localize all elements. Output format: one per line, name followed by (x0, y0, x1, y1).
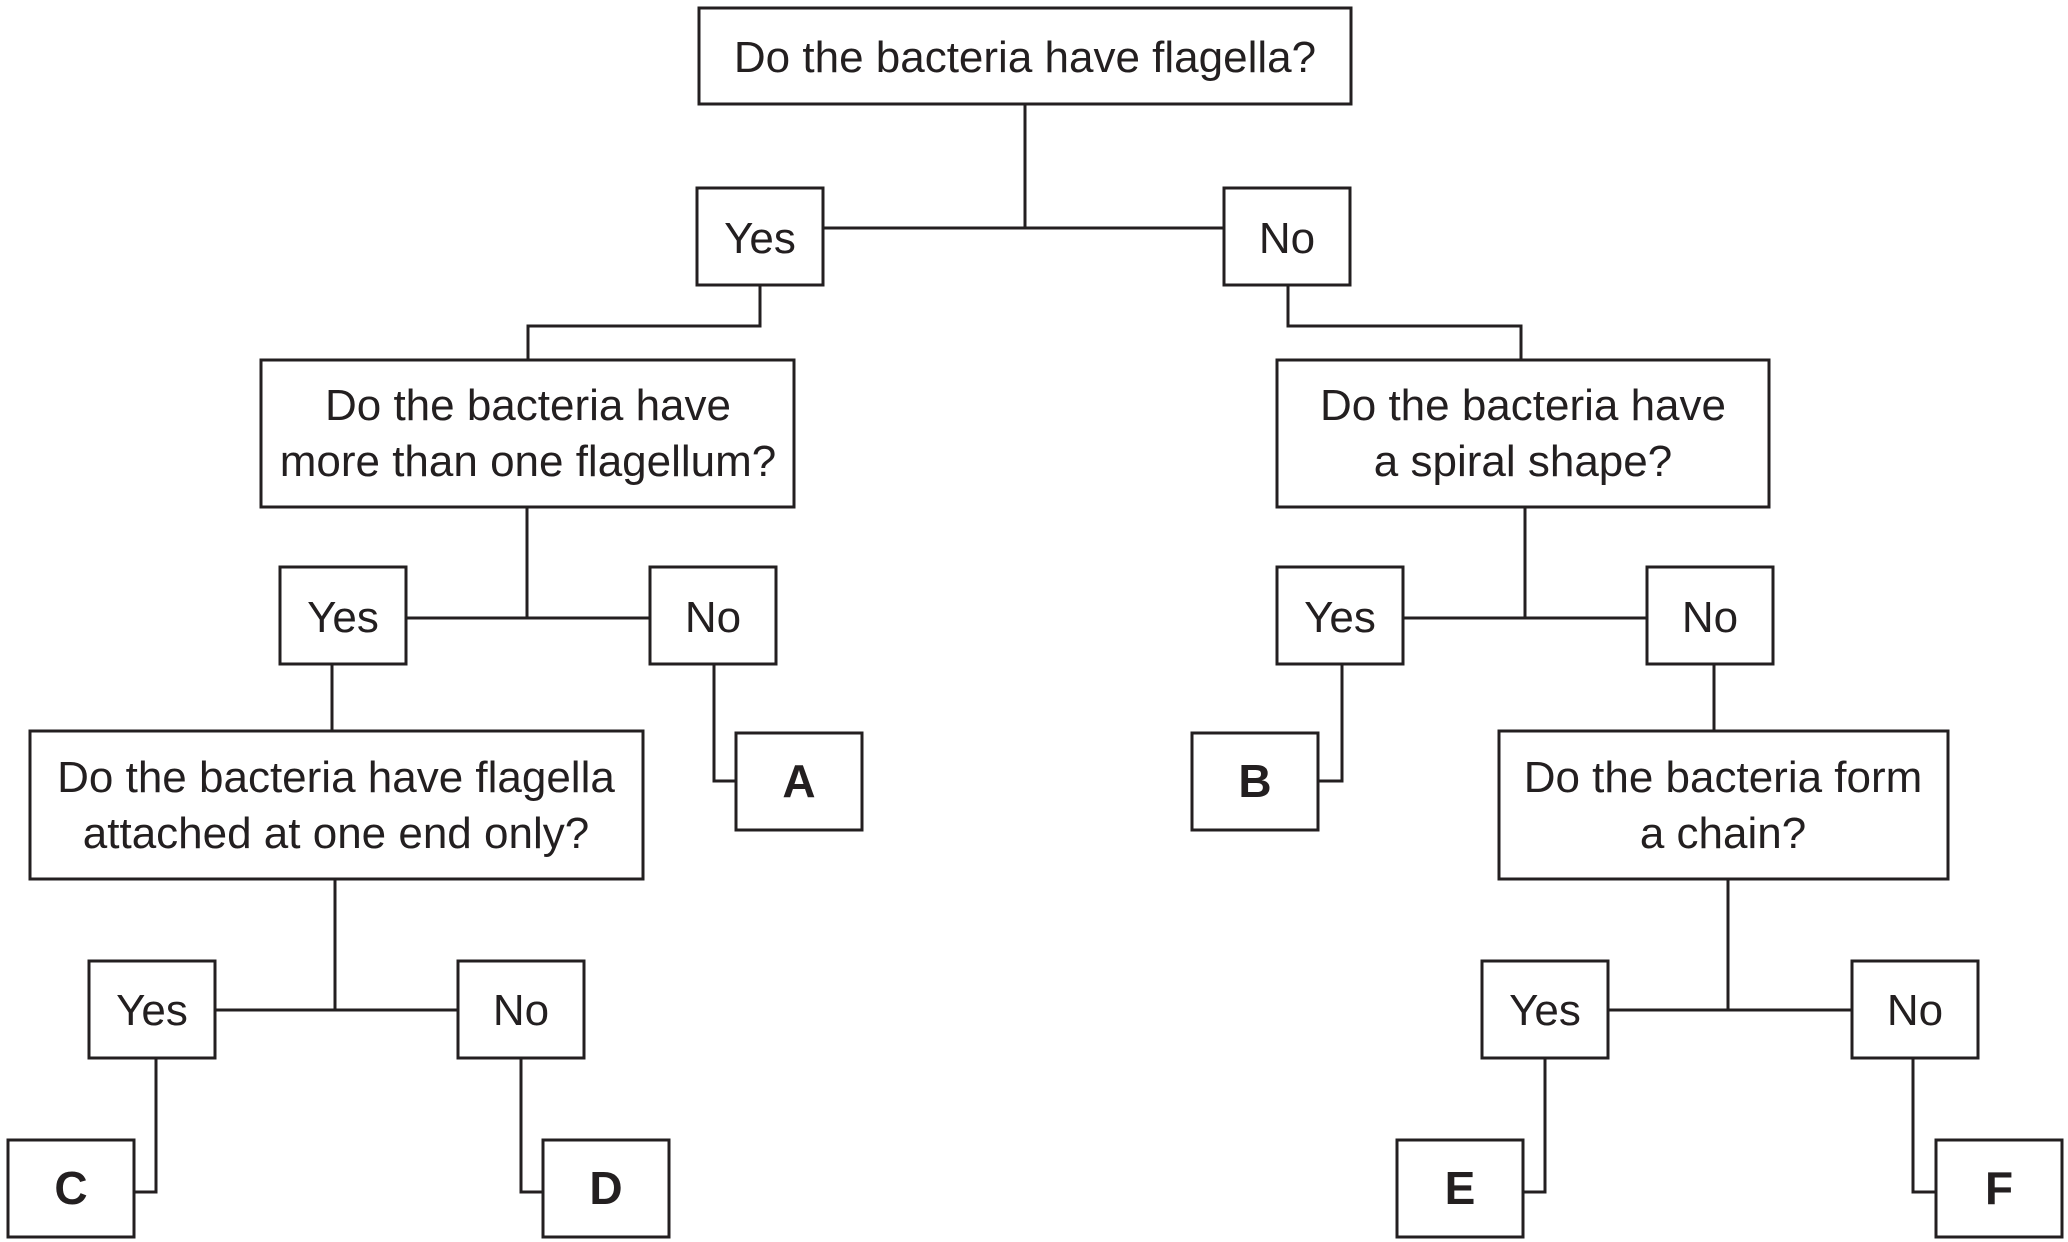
question-box-q4: Do the bacteria have flagella attached a… (28, 729, 645, 881)
connector-q3-yes-to-b (1317, 662, 1344, 783)
outcome-letter: B (1238, 755, 1271, 807)
answer-box-q4-yes: Yes (87, 959, 217, 1060)
question-box-q1: Do the bacteria have flagella? (697, 6, 1353, 106)
answer-text: Yes (307, 593, 379, 642)
answer-box-q2-no: No (648, 565, 778, 666)
connector-q5 (1607, 877, 1853, 1012)
outcome-letter: F (1985, 1162, 2013, 1214)
connectors (132, 102, 1938, 1194)
answer-box-q3-no: No (1645, 565, 1775, 666)
answer-box-q5-yes: Yes (1480, 959, 1610, 1060)
question-text-line2: attached at one end only? (83, 809, 589, 858)
question-text-line1: Do the bacteria have flagella (57, 753, 615, 802)
connector-q4 (212, 877, 459, 1012)
question-text-line1: Do the bacteria have (325, 381, 731, 430)
answer-text: No (493, 986, 549, 1035)
connector-q5-yes-to-e (1521, 1056, 1547, 1194)
answer-box-q2-yes: Yes (278, 565, 408, 666)
answer-box-q5-no: No (1850, 959, 1980, 1060)
question-box-q3: Do the bacteria have a spiral shape? (1275, 358, 1771, 509)
connector-q4-yes-to-c (132, 1056, 158, 1194)
connector-q1-yes-to-q2 (526, 283, 762, 362)
question-box-q2: Do the bacteria have more than one flage… (259, 358, 796, 509)
question-text: Do the bacteria have flagella? (734, 33, 1316, 82)
outcome-letter: D (589, 1162, 622, 1214)
answer-text: Yes (1509, 986, 1581, 1035)
connector-q5-no-to-f (1911, 1056, 1938, 1194)
outcome-letter: A (782, 755, 815, 807)
outcome-box-e: E (1395, 1138, 1525, 1239)
connector-q1 (819, 102, 1224, 230)
answer-text: No (1259, 214, 1315, 263)
outcome-box-d: D (541, 1138, 671, 1239)
connector-q2 (403, 505, 651, 620)
question-box-q5: Do the bacteria form a chain? (1497, 729, 1950, 881)
answer-text: Yes (116, 986, 188, 1035)
answer-text: No (685, 593, 741, 642)
outcome-box-b: B (1190, 731, 1320, 832)
answer-box-q1-no: No (1222, 186, 1352, 287)
question-text-line2: more than one flagellum? (280, 437, 777, 486)
connector-q1-no-to-q3 (1286, 283, 1523, 362)
outcome-letter: C (54, 1162, 87, 1214)
connector-q3 (1401, 505, 1648, 620)
answer-box-q1-yes: Yes (695, 186, 825, 287)
question-text-line1: Do the bacteria form (1524, 753, 1923, 802)
answer-text: No (1887, 986, 1943, 1035)
answer-text: Yes (1304, 593, 1376, 642)
outcome-box-c: C (6, 1138, 136, 1239)
question-text-line2: a spiral shape? (1374, 437, 1672, 486)
answer-text: Yes (724, 214, 796, 263)
outcome-box-f: F (1934, 1138, 2064, 1239)
outcome-letter: E (1445, 1162, 1476, 1214)
answer-box-q4-no: No (456, 959, 586, 1060)
question-text-line2: a chain? (1640, 809, 1806, 858)
connector-q2-no-to-a (712, 662, 738, 783)
outcome-box-a: A (734, 731, 864, 832)
answer-text: No (1682, 593, 1738, 642)
answer-box-q3-yes: Yes (1275, 565, 1405, 666)
connector-q4-no-to-d (519, 1056, 545, 1194)
question-text-line1: Do the bacteria have (1320, 381, 1726, 430)
